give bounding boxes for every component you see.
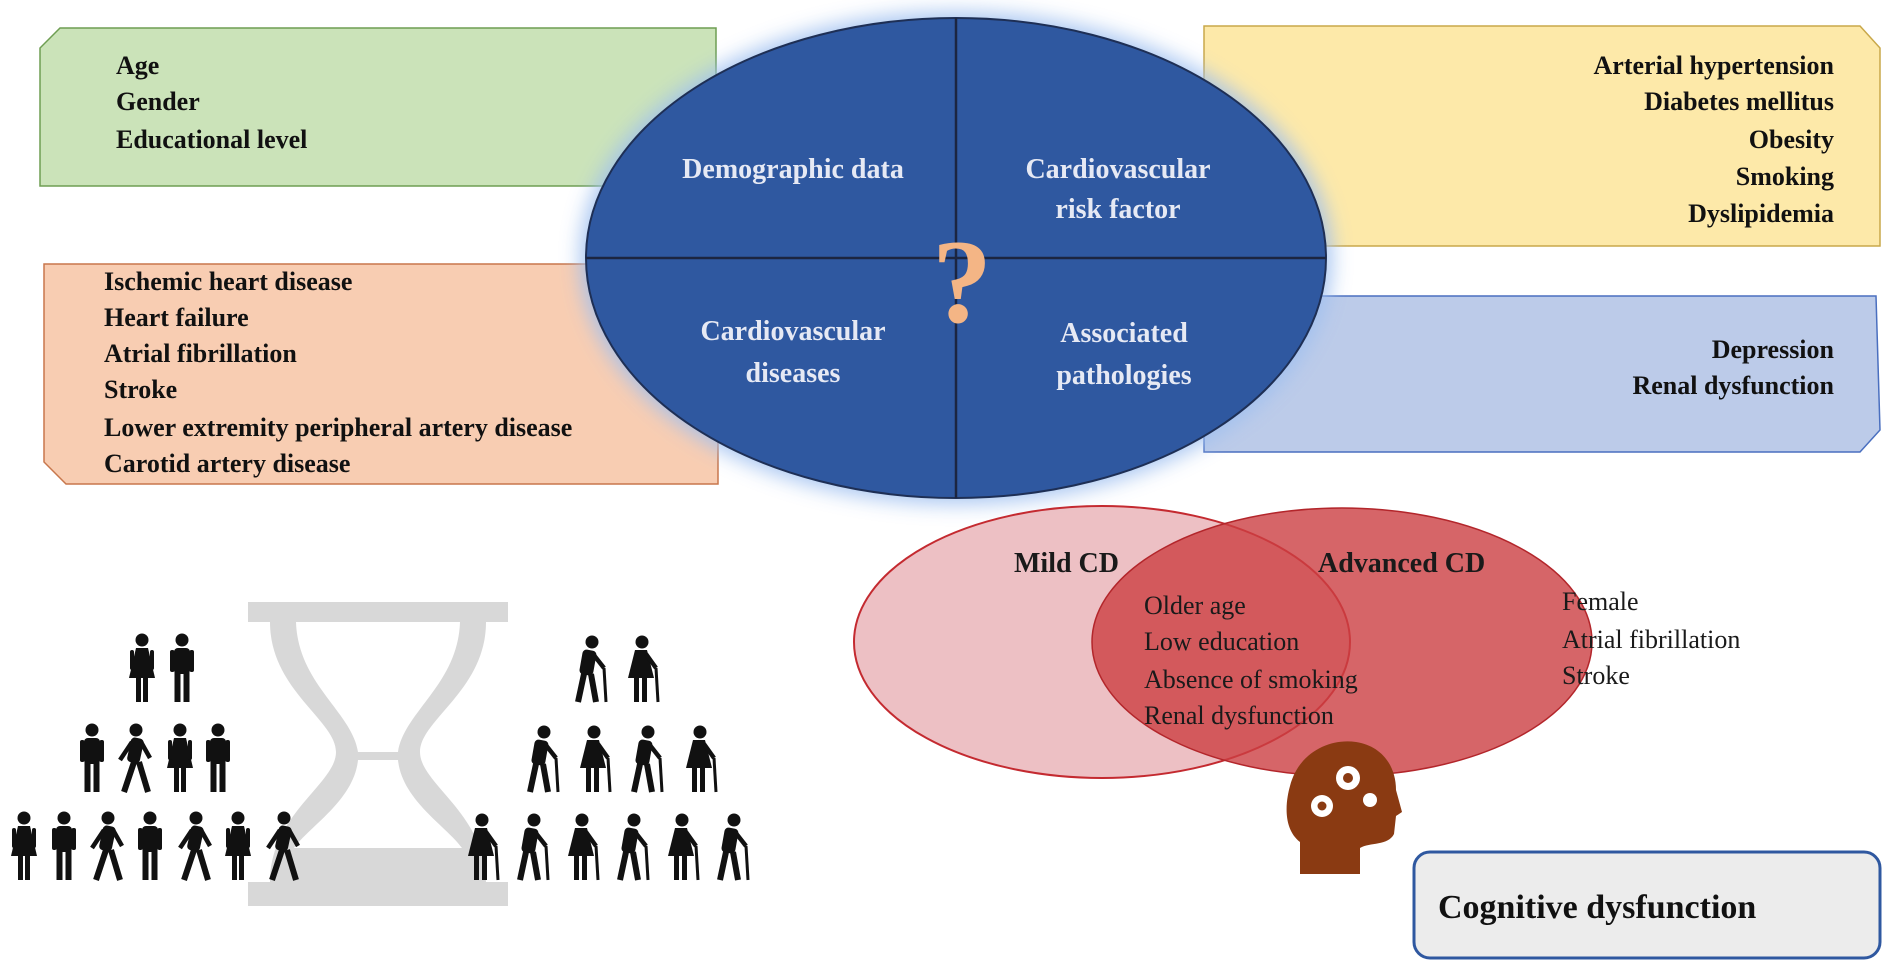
venn-advanced-item: Stroke (1562, 661, 1630, 690)
demographic-box (39, 27, 717, 187)
venn-advanced-item: Atrial fibrillation (1562, 625, 1740, 654)
associated-items: Depression Renal dysfunction (1632, 335, 1834, 400)
cv-disease-item: Stroke (104, 375, 177, 404)
young-people-icon (11, 633, 298, 881)
venn-advanced-items: Female Atrial fibrillation Stroke (1562, 587, 1740, 690)
head-gears-icon (1286, 741, 1402, 874)
venn-shared-item: Older age (1144, 591, 1246, 620)
demographic-items: Age Gender Educational level (116, 51, 307, 154)
venn-shared-item: Absence of smoking (1144, 665, 1358, 694)
cv-risk-item: Dyslipidemia (1688, 199, 1834, 228)
venn-shared-items: Older age Low education Absence of smoki… (1144, 591, 1358, 730)
quadrant-cv-diseases-label-line1: Cardiovascular (700, 316, 885, 347)
cv-risk-item: Smoking (1736, 162, 1834, 191)
cv-risk-items: Arterial hypertension Diabetes mellitus … (1594, 51, 1835, 228)
quadrant-demographic-label: Demographic data (682, 154, 904, 185)
cv-risk-item: Arterial hypertension (1594, 51, 1835, 80)
cv-disease-item: Heart failure (104, 303, 249, 332)
outcome-label: Cognitive dysfunction (1438, 889, 1756, 926)
associated-item: Renal dysfunction (1632, 371, 1834, 400)
quadrant-associated-label-line1: Associated (1060, 318, 1188, 349)
outcome-box (1412, 850, 1882, 960)
venn-shared-item: Low education (1144, 627, 1299, 656)
demographic-item: Gender (116, 87, 200, 116)
demographic-item: Educational level (116, 125, 307, 154)
cv-diseases-items: Ischemic heart disease Heart failure Atr… (104, 267, 572, 478)
elderly-people-icon (468, 636, 748, 881)
cv-risk-item: Diabetes mellitus (1644, 87, 1834, 116)
venn-mild-label: Mild CD (1014, 548, 1119, 579)
venn-advanced-item: Female (1562, 587, 1639, 616)
hourglass-icon (248, 602, 508, 906)
quadrant-cv-risk-label-line1: Cardiovascular (1025, 154, 1210, 185)
cv-disease-item: Atrial fibrillation (104, 339, 297, 368)
quadrant-associated-label-line2: pathologies (1056, 360, 1191, 391)
question-mark-icon: ? (932, 215, 992, 348)
cv-disease-item: Lower extremity peripheral artery diseas… (104, 413, 572, 442)
associated-item: Depression (1712, 335, 1835, 364)
cv-disease-item: Carotid artery disease (104, 449, 350, 478)
quadrant-cv-diseases-label-line2: diseases (746, 358, 841, 389)
demographic-item: Age (116, 51, 159, 80)
cv-disease-item: Ischemic heart disease (104, 267, 352, 296)
cv-risk-item: Obesity (1749, 125, 1834, 154)
venn-advanced-label: Advanced CD (1318, 548, 1485, 579)
venn-shared-item: Renal dysfunction (1144, 701, 1334, 730)
quadrant-cv-risk-label-line2: risk factor (1055, 194, 1180, 225)
